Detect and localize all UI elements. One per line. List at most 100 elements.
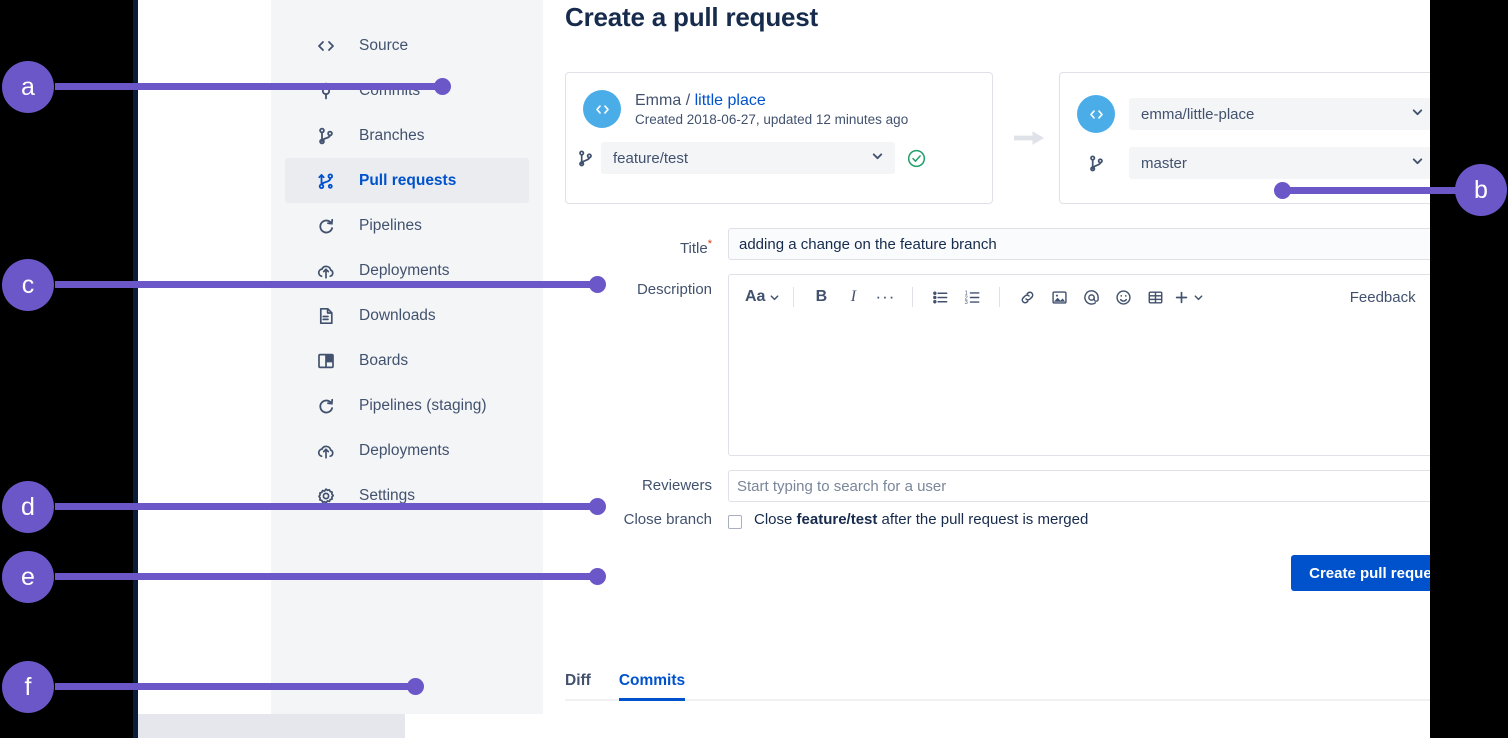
sidebar-item-source[interactable]: Source bbox=[285, 23, 529, 68]
mention-icon[interactable] bbox=[1078, 284, 1104, 310]
reviewers-label: Reviewers bbox=[641, 477, 712, 494]
destination-repo-value: emma/little-place bbox=[1141, 105, 1255, 123]
sidebar-item-label: Downloads bbox=[359, 306, 436, 324]
callout-leader-d bbox=[55, 503, 602, 510]
pipelines-icon bbox=[315, 215, 337, 237]
sidebar-item-label: Boards bbox=[359, 351, 409, 369]
callout-leader-f bbox=[55, 683, 420, 690]
reviewers-input[interactable]: Start typing to search for a user bbox=[728, 470, 1430, 502]
close-branch-label: Close branch bbox=[623, 511, 712, 528]
destination-branch-select[interactable]: master bbox=[1129, 147, 1430, 179]
callout-dot-c bbox=[589, 276, 606, 293]
svg-text:1: 1 bbox=[965, 290, 968, 296]
required-marker: * bbox=[707, 238, 712, 250]
bold-icon[interactable]: B bbox=[815, 288, 828, 305]
create-pull-request-button[interactable]: Create pull request bbox=[1291, 555, 1430, 591]
title-label: Title* bbox=[679, 238, 712, 257]
callout-badge-f: f bbox=[2, 661, 54, 713]
page-title: Create a pull request bbox=[565, 2, 818, 32]
chevron-down-icon bbox=[1411, 106, 1424, 123]
tab-underline bbox=[565, 699, 1430, 701]
gear-icon bbox=[315, 485, 337, 507]
reviewers-placeholder: Start typing to search for a user bbox=[737, 477, 947, 495]
sidebar-item-label: Pull requests bbox=[359, 171, 457, 189]
branch-icon bbox=[1077, 154, 1115, 173]
callout-leader-e bbox=[55, 573, 602, 580]
source-repo-meta: Created 2018-06-27, updated 12 minutes a… bbox=[635, 112, 909, 127]
italic-icon[interactable]: I bbox=[850, 288, 857, 305]
pull-request-icon bbox=[315, 170, 337, 192]
tab-diff[interactable]: Diff bbox=[565, 672, 591, 689]
source-repo-separator: / bbox=[685, 92, 691, 109]
pipelines-icon bbox=[315, 395, 337, 417]
svg-text:3: 3 bbox=[965, 300, 968, 306]
repository-sidebar: Source Commits Branches bbox=[271, 0, 543, 714]
source-repo-link[interactable]: little place bbox=[694, 92, 766, 109]
source-branch-line: feature/test bbox=[566, 128, 992, 174]
description-row: Description Aa B I ··· bbox=[565, 265, 1430, 456]
sidebar-item-pipelines-staging[interactable]: Pipelines (staging) bbox=[285, 383, 529, 428]
sidebar-item-downloads[interactable]: Downloads bbox=[285, 293, 529, 338]
callout-dot-a bbox=[434, 78, 451, 95]
close-text-prefix: Close bbox=[754, 511, 797, 528]
tab-strip: Diff Commits bbox=[565, 672, 1430, 701]
pull-request-form: Title* adding a change on the feature br… bbox=[565, 228, 1430, 591]
source-branch-select[interactable]: feature/test bbox=[601, 142, 895, 174]
repository-avatar-icon bbox=[1077, 95, 1115, 133]
title-input[interactable]: adding a change on the feature branch bbox=[728, 228, 1430, 260]
description-label: Description bbox=[636, 281, 712, 298]
callout-badge-a: a bbox=[2, 61, 54, 113]
close-text-suffix: after the pull request is merged bbox=[877, 511, 1089, 528]
sidebar-item-pull-requests[interactable]: Pull requests bbox=[285, 158, 529, 203]
sidebar-nav-list: Source Commits Branches bbox=[271, 0, 543, 518]
table-icon[interactable] bbox=[1142, 284, 1168, 310]
sidebar-item-deployments[interactable]: Deployments bbox=[285, 248, 529, 293]
close-branch-text: Close feature/test after the pull reques… bbox=[754, 509, 1088, 531]
main-content: Create a pull request Emma / little plac… bbox=[543, 0, 1430, 738]
sidebar-item-deployments-2[interactable]: Deployments bbox=[285, 428, 529, 473]
close-branch-row: Close branch Close feature/test after th… bbox=[565, 509, 1430, 531]
callout-badge-c: c bbox=[2, 259, 54, 311]
text-style-icon[interactable]: Aa bbox=[743, 284, 782, 310]
sidebar-item-label: Pipelines bbox=[359, 216, 422, 234]
callout-leader-c bbox=[55, 281, 602, 288]
link-icon[interactable] bbox=[1014, 284, 1040, 310]
callout-dot-e bbox=[589, 568, 606, 585]
sidebar-item-label: Source bbox=[359, 36, 409, 54]
bullet-list-icon[interactable] bbox=[927, 284, 953, 310]
app-window: Source Commits Branches bbox=[133, 0, 1430, 738]
feedback-link[interactable]: Feedback bbox=[1349, 288, 1416, 306]
repository-avatar-icon bbox=[583, 90, 621, 128]
insert-more-icon[interactable] bbox=[1174, 284, 1204, 310]
sidebar-item-commits[interactable]: Commits bbox=[285, 68, 529, 113]
toolbar-divider bbox=[793, 287, 795, 307]
close-branch-name: feature/test bbox=[796, 511, 878, 528]
reviewers-row: Reviewers Start typing to search for a u… bbox=[565, 470, 1430, 502]
sidebar-item-settings[interactable]: Settings bbox=[285, 473, 529, 518]
destination-repo-select[interactable]: emma/little-place bbox=[1129, 98, 1430, 130]
arrow-right-icon bbox=[1014, 128, 1046, 153]
bottom-tabs: Diff Commits bbox=[565, 672, 1430, 701]
emoji-icon[interactable] bbox=[1110, 284, 1136, 310]
global-nav-rail bbox=[133, 0, 138, 738]
image-icon[interactable] bbox=[1046, 284, 1072, 310]
sidebar-item-branches[interactable]: Branches bbox=[285, 113, 529, 158]
more-formatting-icon[interactable]: ··· bbox=[875, 287, 896, 306]
boards-icon bbox=[315, 350, 337, 372]
close-branch-checkbox[interactable] bbox=[728, 514, 742, 529]
sidebar-item-label: Deployments bbox=[359, 261, 450, 279]
tab-commits[interactable]: Commits bbox=[618, 672, 686, 701]
callout-leader-a bbox=[55, 83, 447, 90]
toolbar-divider bbox=[912, 287, 914, 307]
sidebar-item-pipelines[interactable]: Pipelines bbox=[285, 203, 529, 248]
source-branch-valid-icon bbox=[906, 148, 927, 169]
callout-leader-b bbox=[1288, 187, 1468, 194]
callout-dot-f bbox=[407, 678, 424, 695]
toolbar-divider bbox=[999, 287, 1001, 307]
sidebar-item-boards[interactable]: Boards bbox=[285, 338, 529, 383]
branches-icon bbox=[315, 125, 337, 147]
sidebar-item-label: Pipelines (staging) bbox=[359, 396, 487, 414]
